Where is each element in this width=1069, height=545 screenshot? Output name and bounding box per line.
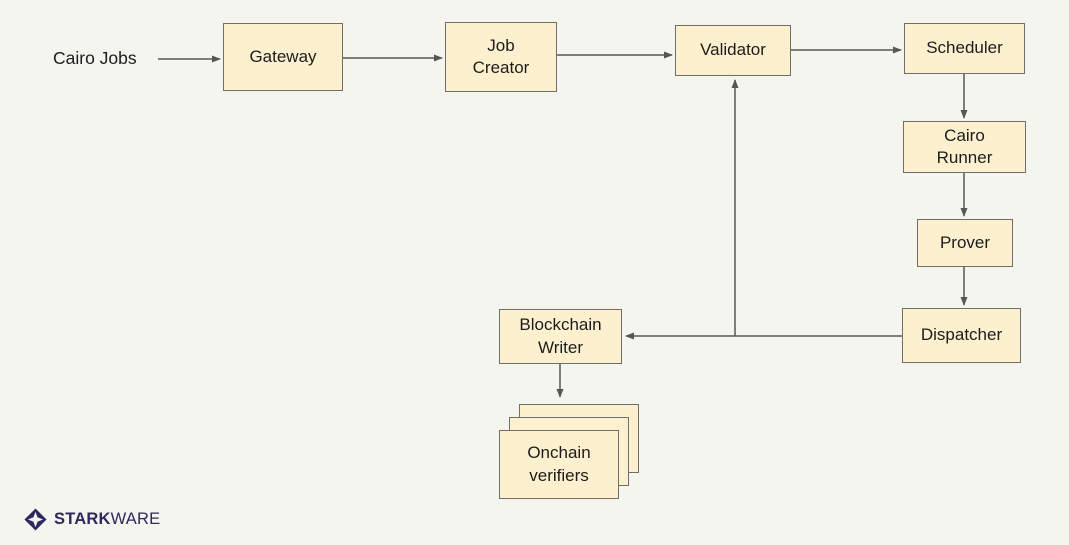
node-validator: Validator — [675, 25, 791, 76]
node-dispatcher: Dispatcher — [902, 308, 1021, 363]
starkware-logo-text: STARKWARE — [54, 510, 160, 529]
node-scheduler: Scheduler — [904, 23, 1025, 74]
node-blockchain-writer: Blockchain Writer — [499, 309, 622, 364]
logo-text-ware: WARE — [110, 510, 161, 528]
starkware-logo: STARKWARE — [24, 508, 160, 531]
starkware-logo-icon — [24, 508, 47, 531]
node-cairo-runner: Cairo Runner — [903, 121, 1026, 173]
node-onchain-verifiers: Onchain verifiers — [499, 430, 619, 499]
label-cairo-jobs: Cairo Jobs — [53, 48, 137, 68]
node-job-creator: Job Creator — [445, 22, 557, 92]
node-gateway: Gateway — [223, 23, 343, 91]
logo-text-stark: STARK — [54, 510, 111, 528]
node-prover: Prover — [917, 219, 1013, 267]
